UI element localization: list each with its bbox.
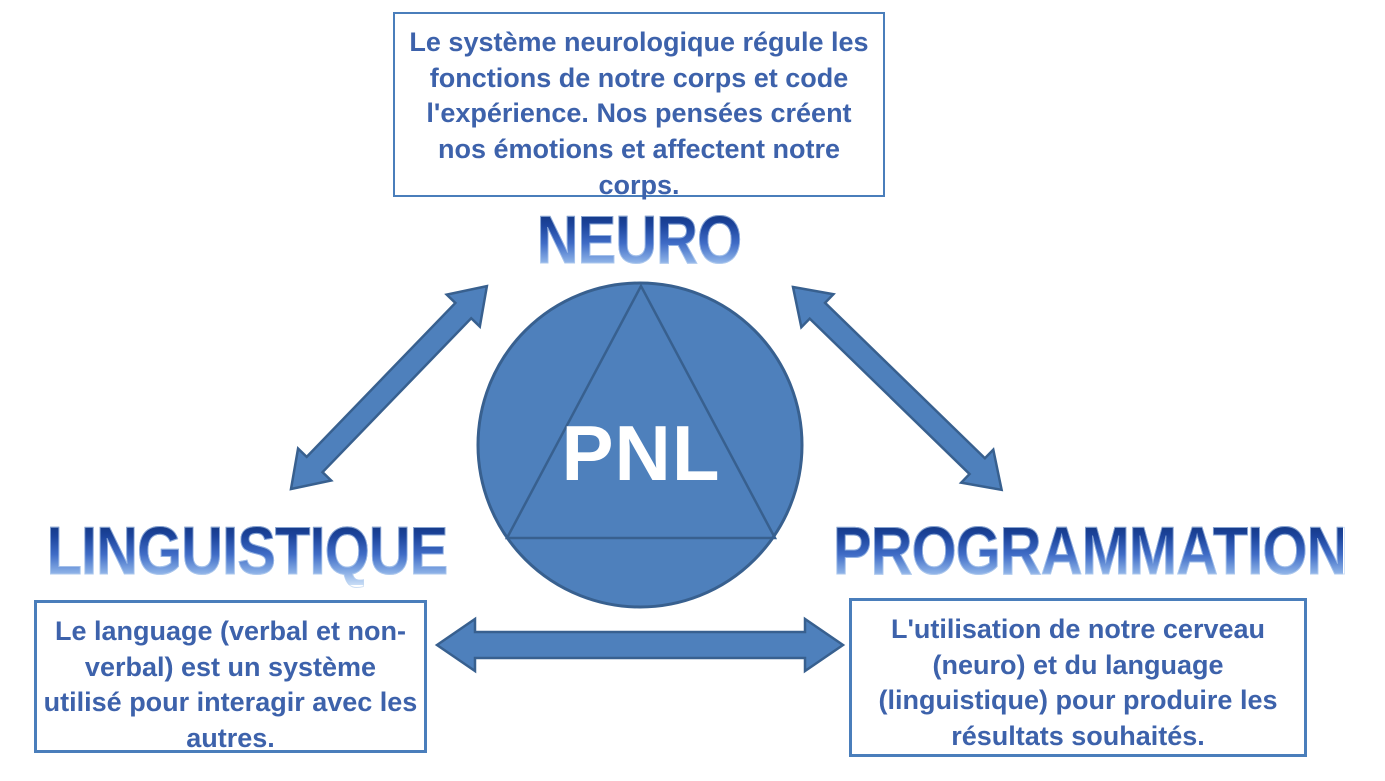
arrow-neuro-programmation [791,285,1004,492]
programmation-description-box: L'utilisation de notre cerveau (neuro) e… [849,598,1307,757]
neuro-description-box: Le système neurologique régule les fonct… [393,12,885,200]
linguistique-description: Le language (verbal et non-verbal) est u… [43,616,418,753]
pnl-triangle [504,283,778,540]
linguistique-heading: LINGUISTIQUE [26,517,468,586]
linguistique-description-box: Le language (verbal et non-verbal) est u… [34,600,427,753]
pnl-center-label: PNL [561,408,721,497]
pnl-circle [476,281,804,609]
arrow-neuro-linguistique [289,284,489,491]
neuro-heading: NEURO [384,206,894,275]
arrow-linguistique-programmation [434,616,846,674]
programmation-description: L'utilisation de notre cerveau (neuro) e… [878,614,1278,751]
programmation-heading: PROGRAMMATION [833,513,1349,589]
neuro-description: Le système neurologique régule les fonct… [409,27,869,200]
